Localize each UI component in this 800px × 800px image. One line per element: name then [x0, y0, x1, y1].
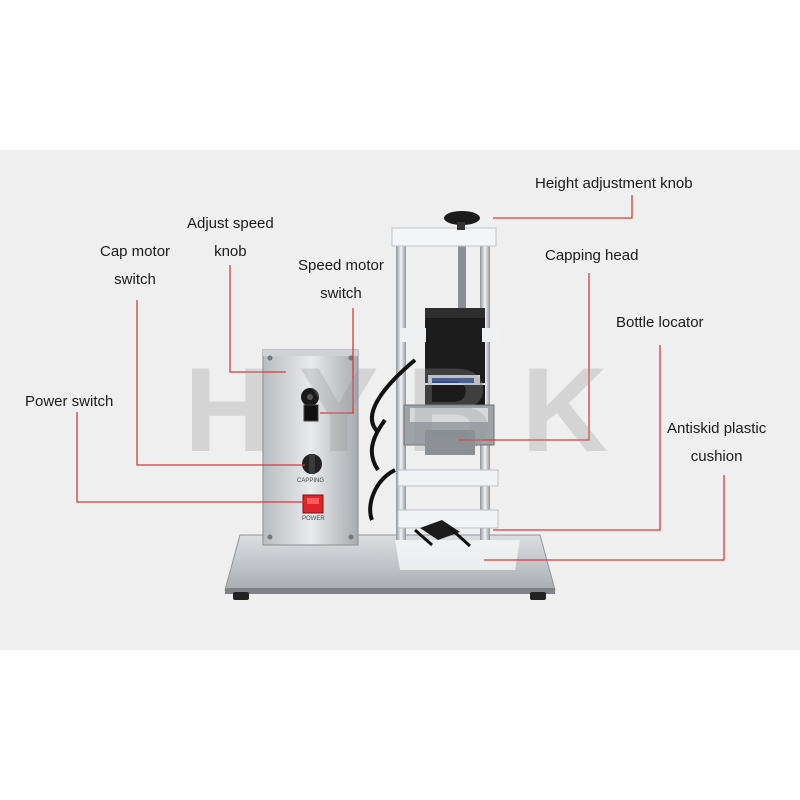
- top-bracket: [391, 211, 497, 247]
- adjust-speed-label-line1: Adjust speed: [187, 215, 274, 232]
- adjust-speed-knob-label: Adjust speed knob: [187, 210, 274, 266]
- cap-motor-label-line2: switch: [114, 271, 156, 288]
- base-plate: [224, 534, 556, 600]
- power-switch-label: Power switch: [25, 393, 114, 410]
- capping-head-label: Capping head: [545, 247, 639, 264]
- speed-motor-label-line1: Speed motor: [298, 257, 384, 274]
- speed-motor-label-line2: switch: [320, 285, 362, 302]
- adjust-speed-label-line2: knob: [214, 243, 247, 260]
- leader-lines: [76, 195, 725, 561]
- power-panel-text: POWER: [302, 516, 325, 522]
- cap-motor-label-line1: Cap motor: [100, 243, 171, 260]
- height-adjustment-knob-label: Height adjustment knob: [535, 175, 693, 192]
- antiskid-label-line2: cushion: [690, 448, 743, 465]
- speed-motor-switch-label: Speed motor switch: [298, 252, 384, 308]
- brand-watermark: HYBK: [183, 343, 637, 477]
- bottle-locator-label: Bottle locator: [616, 314, 704, 331]
- capping-head-assembly: [397, 404, 499, 548]
- control-box: [262, 349, 359, 546]
- capping-panel-text: CAPPING: [297, 478, 325, 484]
- motor: [400, 308, 500, 405]
- antiskid-label-line1: Antiskid plastic: [667, 420, 767, 437]
- antiskid-cushion-label: Antiskid plastic cushion: [667, 415, 766, 471]
- cap-motor-switch-label: Cap motor switch: [100, 238, 170, 294]
